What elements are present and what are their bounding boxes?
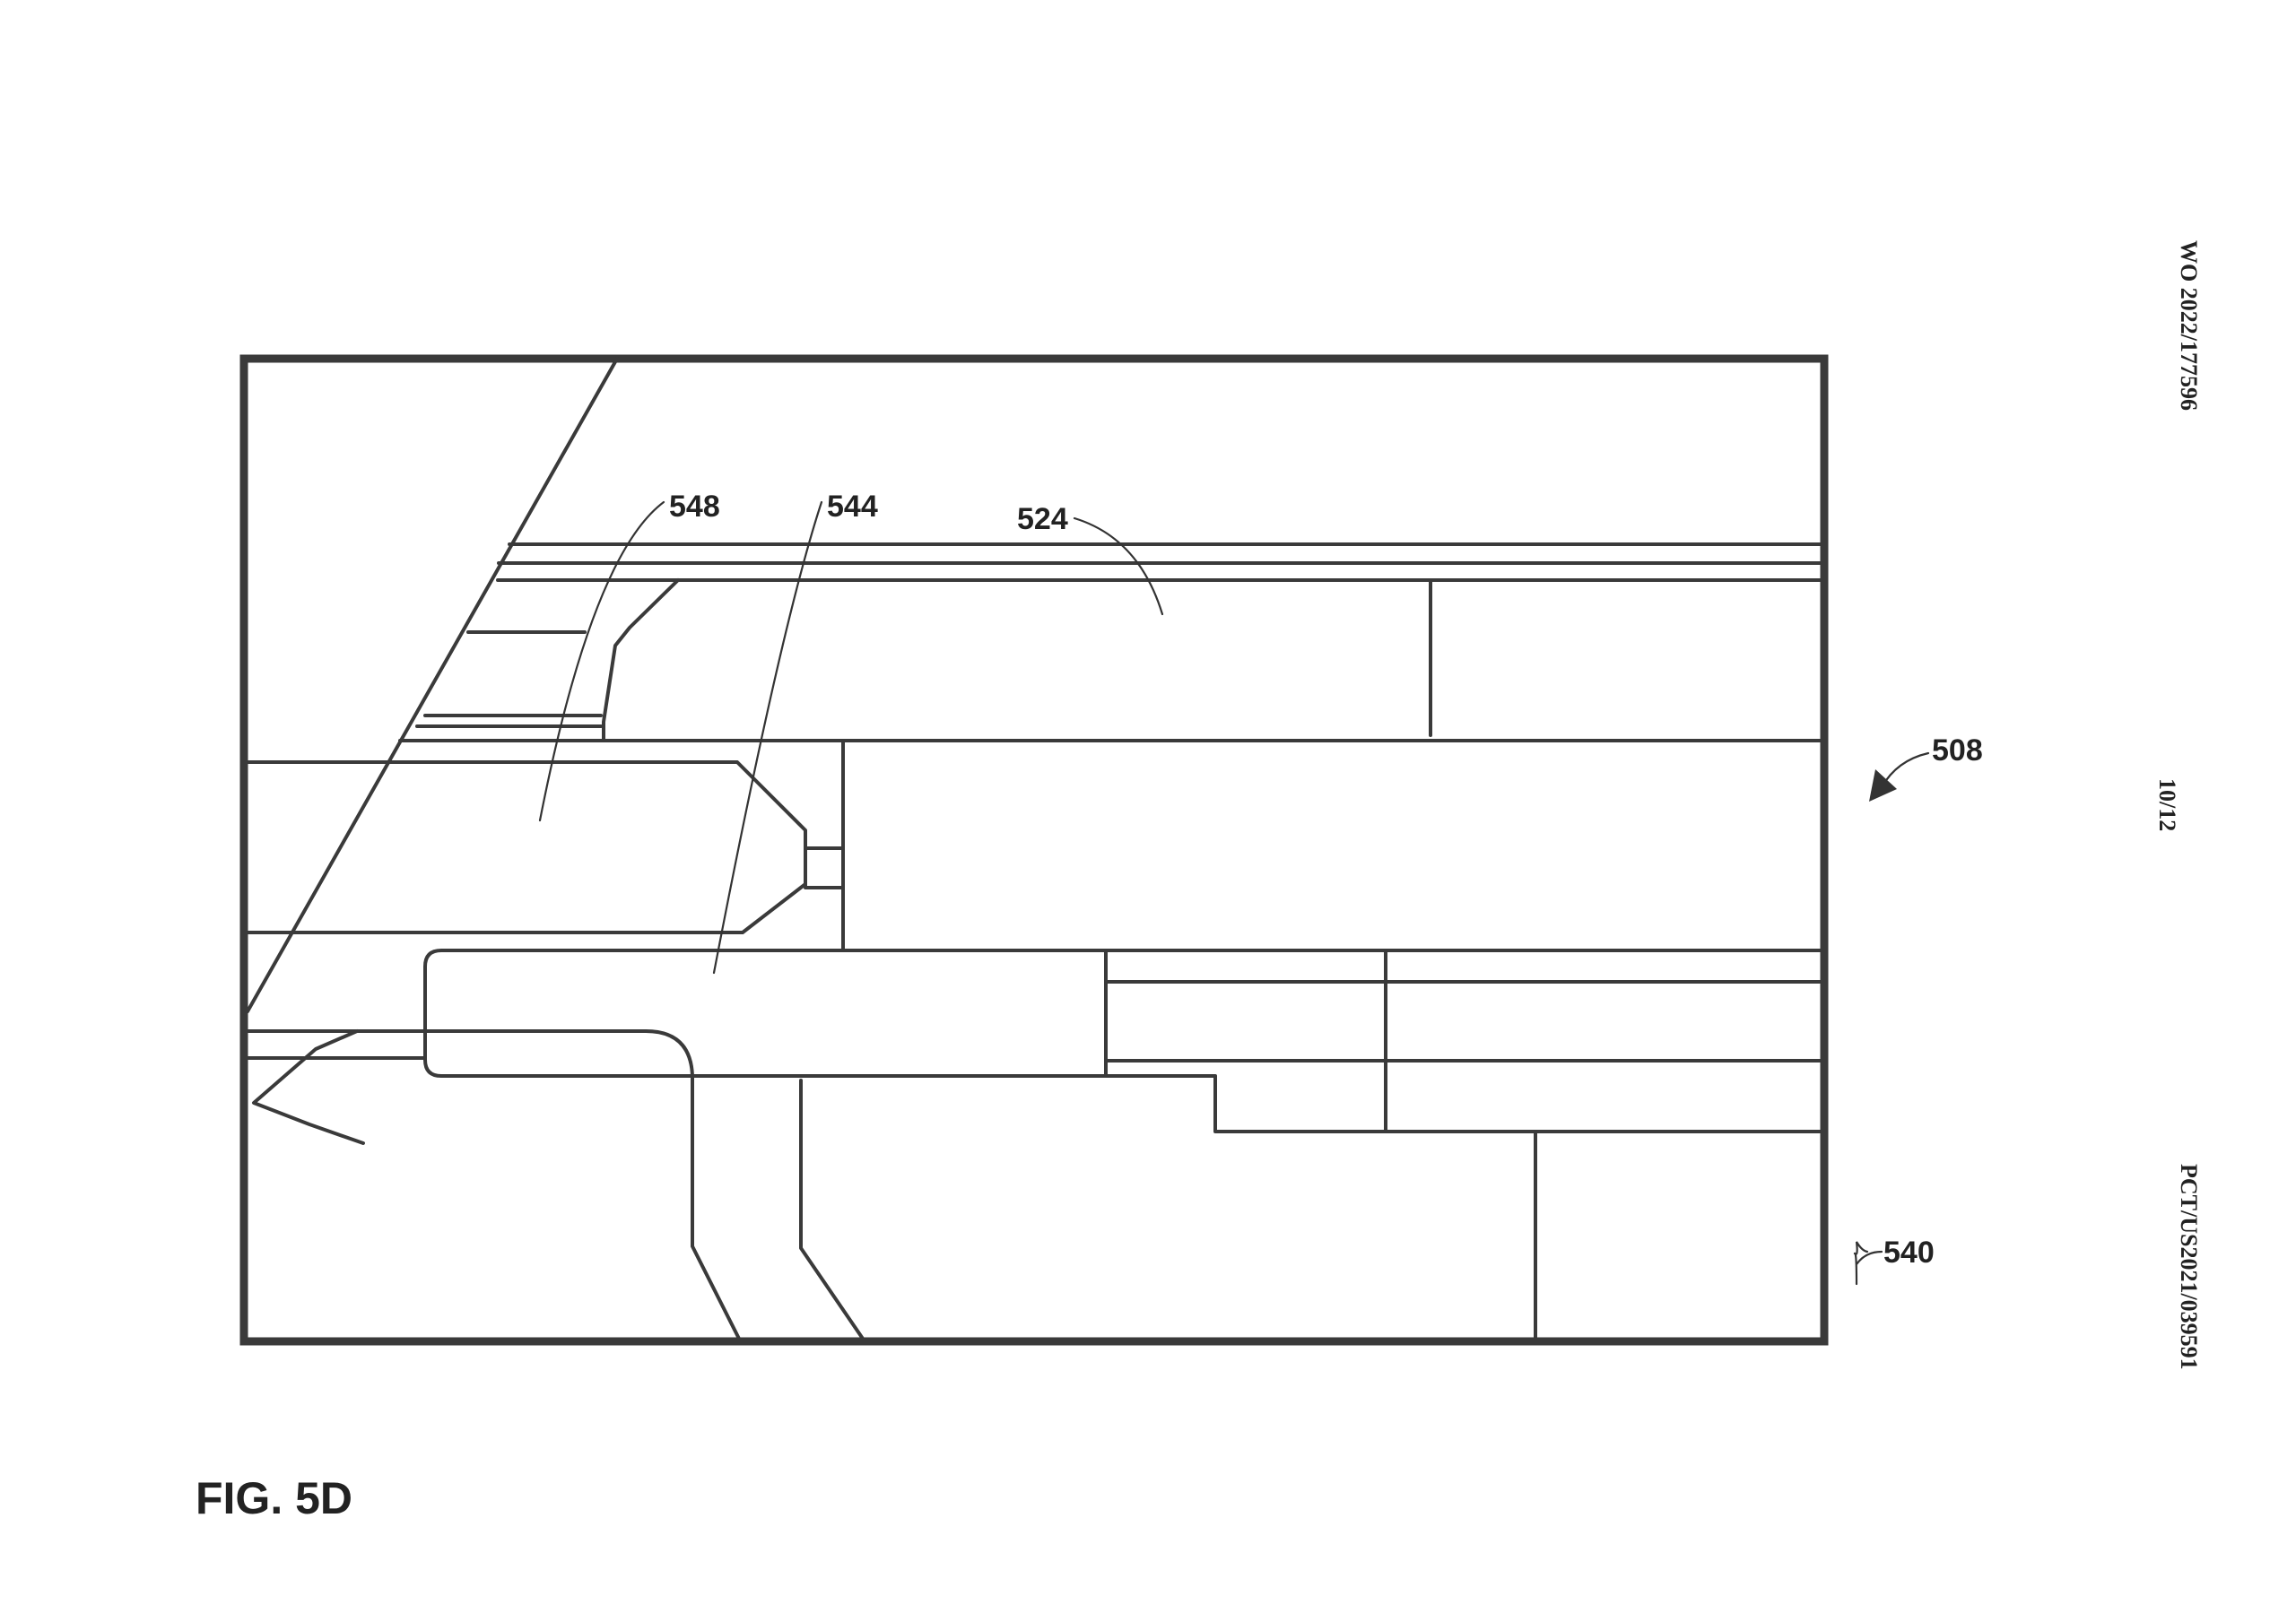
lower-road-left — [644, 1029, 741, 1340]
ref-label-524: 524 — [1017, 502, 1068, 536]
stepped-lower-block — [1104, 1074, 1824, 1133]
diagonal-edge-line — [246, 357, 619, 1013]
sheet-number: 10/12 — [2154, 778, 2180, 831]
leader-544 — [712, 500, 823, 975]
arrow-508-head — [1869, 769, 1897, 802]
region-544-outline — [423, 949, 1108, 1078]
display-frame — [239, 354, 1829, 1346]
ref-label-548: 548 — [669, 490, 720, 524]
ref-label-540: 540 — [1883, 1236, 1935, 1270]
ref-label-508: 508 — [1932, 733, 1983, 768]
lower-left-curve — [252, 1029, 365, 1145]
leader-540-curve — [1853, 1250, 1883, 1286]
leader-524 — [1073, 516, 1164, 616]
lower-road-right — [799, 1079, 865, 1340]
stepped-boundary — [602, 578, 680, 742]
ref-label-544: 544 — [827, 490, 878, 524]
application-number: PCT/US2021/039591 — [2176, 1164, 2202, 1370]
right-large-block — [841, 741, 1824, 952]
publication-number: WO 2022/177596 — [2176, 240, 2202, 411]
figure-title: FIG. 5D — [196, 1473, 352, 1523]
connector-block — [804, 846, 845, 889]
leader-548 — [538, 500, 665, 822]
leader-540 — [1853, 1241, 1869, 1255]
region-548-outline — [246, 760, 807, 934]
